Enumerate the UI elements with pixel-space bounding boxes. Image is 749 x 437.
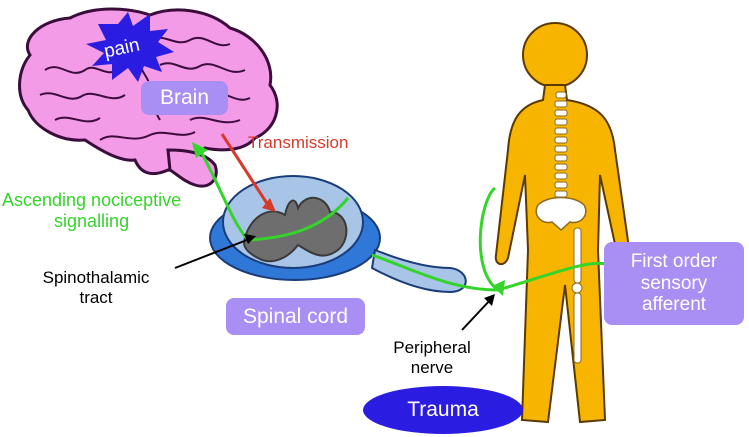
ascending-nociceptive-label: Ascending nociceptive signalling (2, 190, 181, 231)
ascending-arrowhead-icon (192, 142, 208, 158)
transmission-arrowhead-icon (262, 198, 276, 212)
human-body-illustration (494, 22, 632, 424)
peripheral-nerve-terminal-icon (492, 280, 505, 296)
first-order-label-line2: sensory (640, 272, 708, 294)
transmission-label: Transmission (248, 133, 349, 152)
peripheral-label-line1: Peripheral (393, 338, 471, 357)
brain-label-box: Brain (141, 81, 228, 115)
ascending-label-line2: signalling (54, 210, 130, 231)
pain-burst-icon (86, 12, 174, 82)
first-order-label-line3: afferent (641, 294, 707, 316)
spinothalamic-tract-label: Spinothalamic tract (40, 268, 152, 307)
peripheral-nerve-pathway (371, 186, 611, 292)
first-order-label-line1: First order (630, 250, 718, 272)
spinothalamic-pointer (174, 237, 253, 269)
peripheral-nerve-pointer (461, 297, 493, 331)
spinothalamic-pointer-arrowhead-icon (244, 234, 256, 244)
brain-label: Brain (159, 86, 210, 109)
peripheral-nerve-label: Peripheral nerve (386, 338, 478, 377)
trauma-label: Trauma (407, 398, 479, 421)
first-order-afferent-label-box: First order sensory afferent (604, 242, 744, 325)
trauma-ellipse (363, 386, 523, 434)
ascending-label-line1: Ascending nociceptive (2, 190, 182, 210)
peripheral-nerve-pointer-arrowhead-icon (484, 294, 495, 306)
spinal-cord-label-box: Spinal cord (226, 298, 365, 335)
ascending-pathway (198, 149, 350, 242)
spinothalamic-label-line1: Spinothalamic (42, 268, 150, 287)
transmission-arrow (220, 133, 270, 206)
spinal-cord-label: Spinal cord (242, 304, 349, 328)
peripheral-label-line2: nerve (410, 357, 454, 377)
spinothalamic-label-line2: tract (79, 287, 113, 307)
